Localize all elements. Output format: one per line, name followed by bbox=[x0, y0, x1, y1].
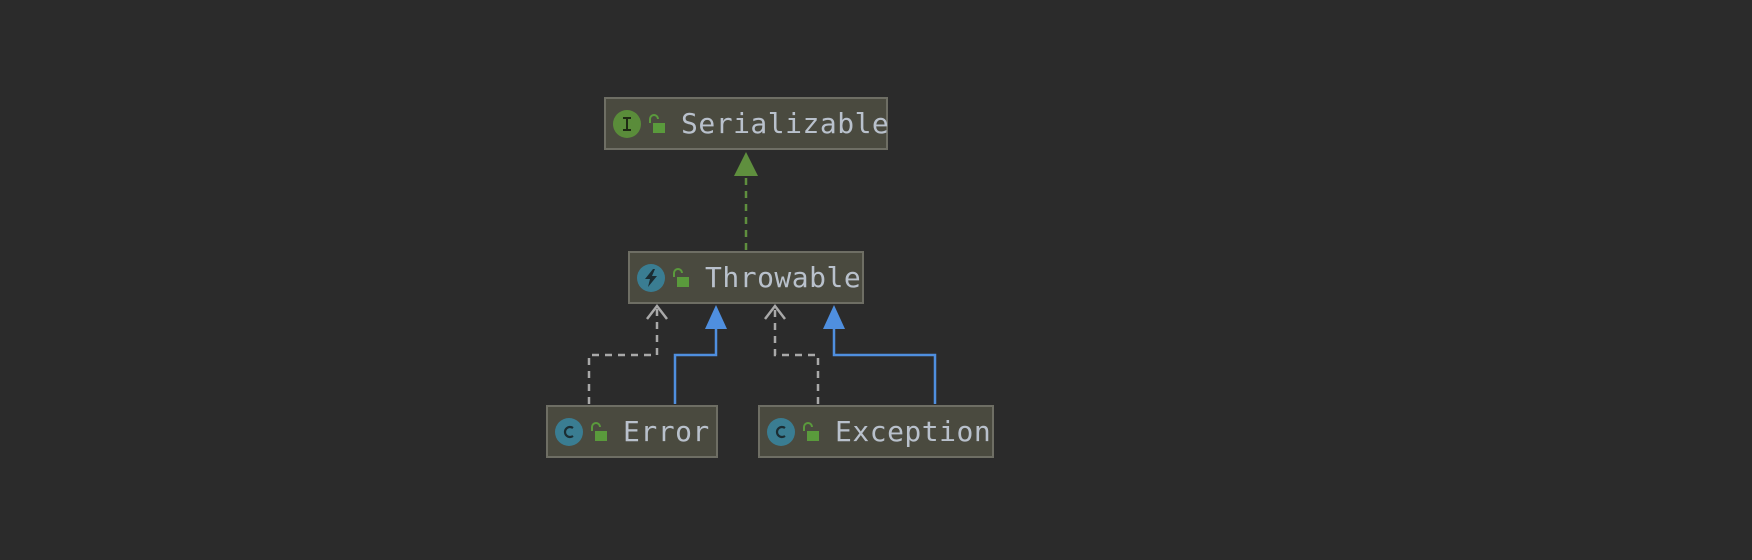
edge-error-dependency-throwable[interactable] bbox=[587, 303, 668, 404]
public-lock-icon bbox=[671, 267, 691, 289]
edge-error-extends-throwable[interactable] bbox=[673, 305, 727, 404]
lightning-icon bbox=[637, 263, 665, 292]
edge-exception-dependency-throwable[interactable] bbox=[764, 303, 820, 404]
node-throwable[interactable]: Throwable bbox=[628, 251, 864, 304]
node-label-error: Error bbox=[623, 415, 710, 448]
class-icon bbox=[555, 417, 583, 446]
node-serializable[interactable]: Serializable bbox=[604, 97, 890, 150]
node-label-serializable: Serializable bbox=[681, 107, 890, 140]
node-error[interactable]: Error bbox=[546, 405, 718, 458]
node-label-exception: Exception bbox=[835, 415, 992, 448]
edge-throwable-implements-serializable[interactable] bbox=[734, 152, 758, 250]
interface-icon bbox=[613, 109, 641, 138]
node-label-throwable: Throwable bbox=[705, 261, 862, 294]
edge-exception-extends-throwable[interactable] bbox=[823, 305, 937, 404]
class-icon bbox=[767, 417, 795, 446]
public-lock-icon bbox=[647, 113, 667, 135]
node-exception[interactable]: Exception bbox=[758, 405, 994, 458]
public-lock-icon bbox=[801, 421, 821, 443]
public-lock-icon bbox=[589, 421, 609, 443]
